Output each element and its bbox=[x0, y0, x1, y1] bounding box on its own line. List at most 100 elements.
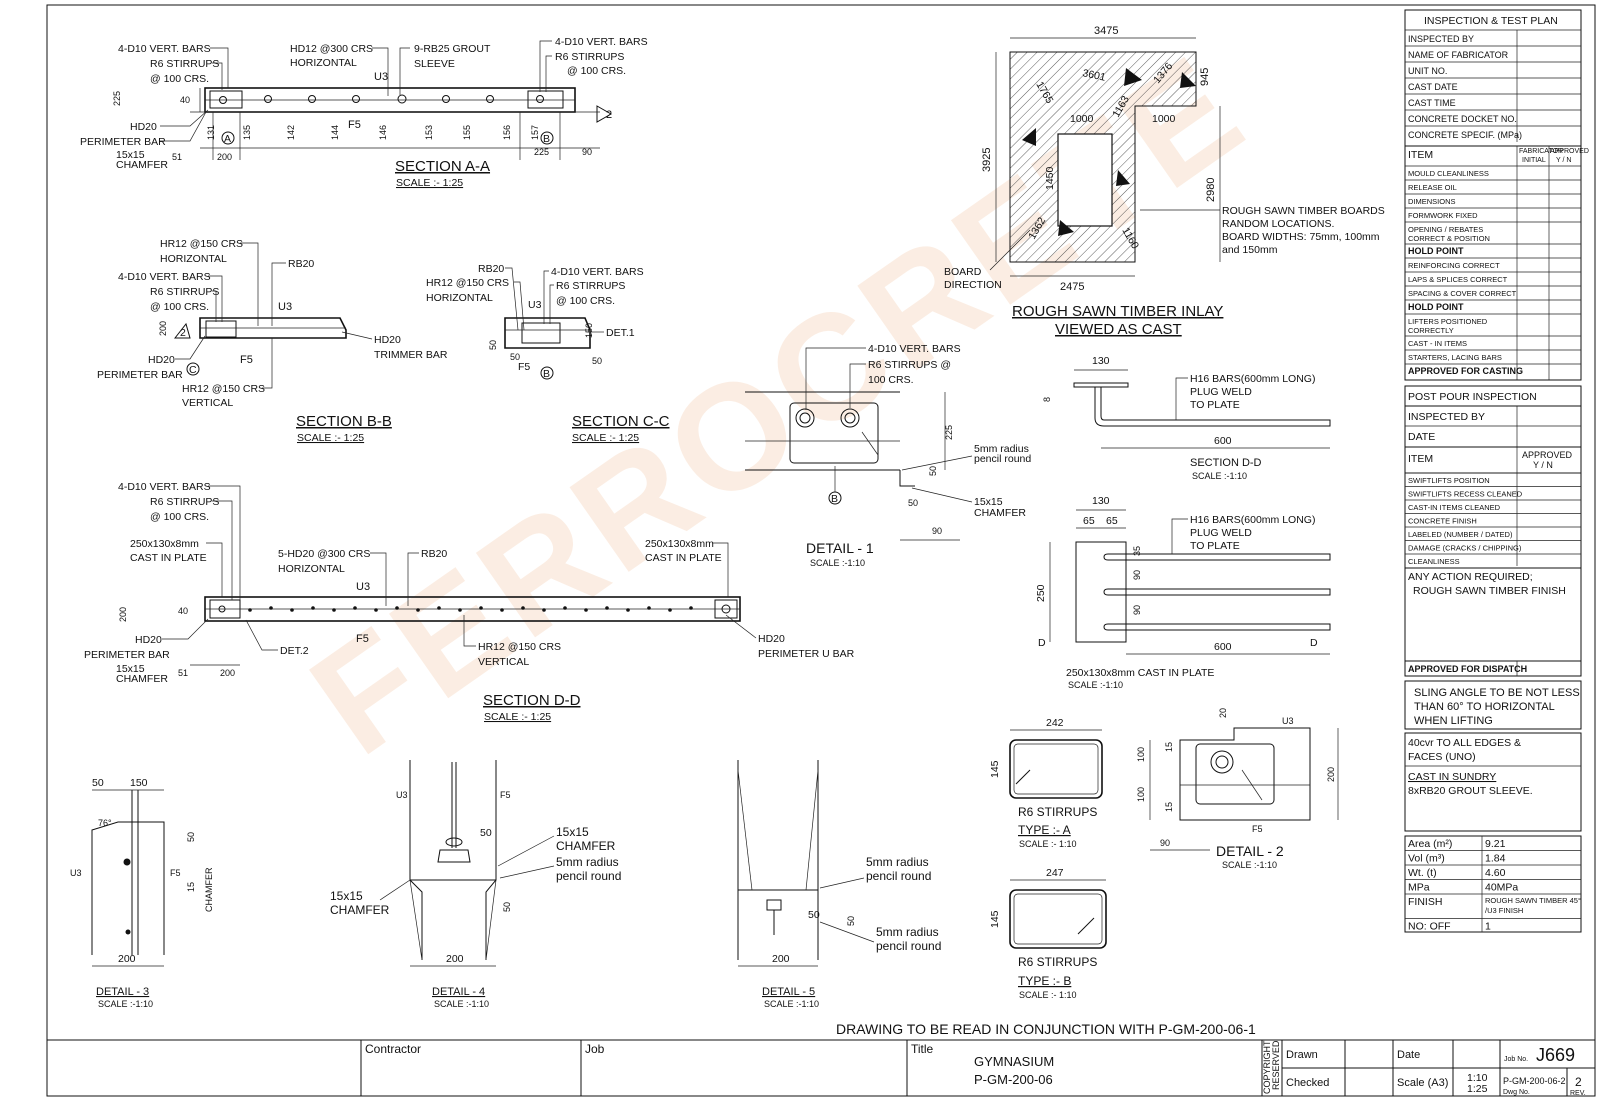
aa-d225b: 225 bbox=[534, 147, 549, 157]
d1-radius: 5mm radius bbox=[974, 443, 1029, 455]
dd-hr12-2: VERTICAL bbox=[478, 656, 529, 668]
detail-3: 50 150 50 15 CHAMFER 76° U3 F5 200 DETAI… bbox=[70, 777, 214, 1009]
aa-hd12-2: HORIZONTAL bbox=[290, 57, 357, 69]
inlay-top: 3475 bbox=[1094, 25, 1118, 37]
d1-title: DETAIL - 1 bbox=[806, 540, 874, 556]
aa-u3: U3 bbox=[374, 71, 388, 83]
itp-cover: 40cvr TO ALL EDGES & bbox=[1408, 737, 1521, 749]
itp-post-title: POST POUR INSPECTION bbox=[1408, 391, 1537, 403]
cc-hr12: HR12 @150 CRS bbox=[426, 277, 509, 289]
itp-item-label: STARTERS, LACING BARS bbox=[1408, 353, 1502, 362]
itp-prop-value: 40MPa bbox=[1485, 882, 1518, 894]
bar-dot bbox=[500, 608, 504, 612]
aa-d225: 225 bbox=[112, 91, 122, 106]
aa-mark-b: B bbox=[543, 133, 550, 145]
ps-title: SECTION D-D bbox=[1190, 457, 1262, 469]
d5-title: DETAIL - 5 bbox=[762, 986, 815, 998]
aa-d200: 200 bbox=[217, 152, 232, 162]
dd-stirrups: R6 STIRRUPS bbox=[150, 496, 219, 508]
itp-sling: SLING ANGLE TO BE NOT LESS bbox=[1414, 687, 1580, 699]
tb-reserved: RESERVED bbox=[1271, 1040, 1281, 1090]
bb-f5: F5 bbox=[240, 354, 253, 366]
dd-plate-r-2: CAST IN PLATE bbox=[645, 552, 722, 564]
dd-stirrups-2: @ 100 CRS. bbox=[150, 511, 209, 523]
dd-d51: 51 bbox=[178, 668, 188, 678]
aa-tri-label: 2 bbox=[606, 109, 612, 121]
bar-dot bbox=[290, 608, 294, 612]
dd-u3: U3 bbox=[356, 581, 370, 593]
aa-mark-a: A bbox=[224, 133, 231, 145]
aa-bay-dim: 135 bbox=[242, 125, 252, 140]
bar-dot bbox=[374, 608, 378, 612]
tb-title-2: P-GM-200-06 bbox=[974, 1072, 1053, 1087]
stirrup-a: 242 145 R6 STIRRUPS TYPE :- A SCALE :- 1… bbox=[989, 717, 1103, 849]
dd-plate-r: 250x130x8mm bbox=[645, 538, 714, 550]
inlay-right: 2980 bbox=[1205, 178, 1217, 202]
itp-post-item-label: SWIFTLIFTS RECESS CLEANED bbox=[1408, 490, 1523, 499]
dd-f5: F5 bbox=[356, 633, 369, 645]
dd-hd20h: 5-HD20 @300 CRS bbox=[278, 548, 370, 560]
tb-scale-1: 1:10 bbox=[1467, 1072, 1488, 1084]
itp-item-label: RELEASE OIL bbox=[1408, 183, 1457, 192]
bb-hr12: HR12 @150 CRS bbox=[160, 238, 243, 250]
tb-rev: 2 bbox=[1575, 1075, 1582, 1089]
itp-item-label: OPENING / REBATES bbox=[1408, 225, 1483, 234]
bar-dot bbox=[458, 608, 462, 612]
aa-stirrups-right-2: @ 100 CRS. bbox=[567, 65, 626, 77]
d4-d50: 50 bbox=[480, 827, 492, 839]
bar-dot bbox=[689, 606, 693, 610]
d5-scale: SCALE :-1:10 bbox=[764, 999, 819, 1009]
itp-sundry-2: 8xRB20 GROUT SLEEVE. bbox=[1408, 785, 1533, 797]
d1-mark: B bbox=[831, 493, 838, 505]
itp-col-app: APPROVED bbox=[1550, 148, 1589, 155]
itp-post-item-label: LABELED (NUMBER / DATED) bbox=[1408, 530, 1513, 539]
itp-item-label: LAPS & SPLICES CORRECT bbox=[1408, 275, 1508, 284]
dd-vert: 4-D10 VERT. BARS bbox=[118, 481, 211, 493]
aa-bay-dim: 146 bbox=[378, 125, 388, 140]
d1-stirrups: R6 STIRRUPS @ bbox=[868, 359, 951, 371]
bar-dot bbox=[647, 606, 651, 610]
d4-chamfer-2: CHAMFER bbox=[556, 839, 616, 853]
itp-action: ANY ACTION REQUIRED; bbox=[1408, 571, 1533, 583]
bb-u3: U3 bbox=[278, 301, 292, 313]
cc-d50c: 50 bbox=[592, 356, 602, 366]
dd-d200: 200 bbox=[118, 607, 128, 622]
bb-stirrups-2: @ 100 CRS. bbox=[150, 301, 209, 313]
itp-cover-2: FACES (UNO) bbox=[1408, 751, 1476, 763]
tb-jobno: J669 bbox=[1536, 1045, 1575, 1065]
itp-post-item-label: CAST-IN ITEMS CLEANED bbox=[1408, 503, 1501, 512]
cc-rb20: RB20 bbox=[478, 263, 504, 275]
inlay-title-2: VIEWED AS CAST bbox=[1055, 321, 1182, 338]
aa-bay-dim: 142 bbox=[286, 125, 296, 140]
itp-prop-key: MPa bbox=[1408, 882, 1430, 894]
aa-d90: 90 bbox=[582, 147, 592, 157]
aa-title: SECTION A-A bbox=[395, 158, 490, 175]
itp-head-label: CONCRETE SPECIF. (MPa) bbox=[1408, 130, 1522, 140]
sa-type: TYPE :- A bbox=[1018, 823, 1071, 837]
bar-dot bbox=[353, 606, 357, 610]
section-bb: HR12 @150 CRS HORIZONTAL RB20 4-D10 VERT… bbox=[97, 238, 448, 444]
cc-scale: SCALE :- 1:25 bbox=[572, 432, 639, 444]
dd-title: SECTION D-D bbox=[483, 692, 581, 709]
tb-title-label: Title bbox=[911, 1042, 934, 1056]
tb-dwg: P-GM-200-06-2 bbox=[1503, 1076, 1566, 1086]
inlay-board: BOARD bbox=[944, 266, 982, 278]
sa-w: 242 bbox=[1046, 717, 1064, 729]
d4-chamfer: 15x15 bbox=[556, 825, 589, 839]
d3-d150: 150 bbox=[130, 777, 148, 789]
plate-section: 130 8 H16 BARS(600mm LONG) PLUG WELD TO … bbox=[1042, 355, 1331, 481]
itp-item-label: DIMENSIONS bbox=[1408, 197, 1456, 206]
ps-d8: 8 bbox=[1042, 397, 1052, 402]
aa-hd12: HD12 @300 CRS bbox=[290, 43, 373, 55]
bar-dot bbox=[626, 608, 630, 612]
d1-d50b: 50 bbox=[908, 498, 918, 508]
dd-plate-2: CAST IN PLATE bbox=[130, 552, 207, 564]
sb-type: TYPE :- B bbox=[1018, 974, 1071, 988]
itp-item-label: MOULD CLEANLINESS bbox=[1408, 169, 1489, 178]
cc-stirrups-2: @ 100 CRS. bbox=[556, 295, 615, 307]
aa-bay-dim: 153 bbox=[424, 125, 434, 140]
ps-d130: 130 bbox=[1092, 355, 1110, 367]
inlay-open-w: 1000 bbox=[1070, 113, 1094, 125]
d1-stirrups-2: 100 CRS. bbox=[868, 374, 914, 386]
itp-sundry: CAST IN SUNDRY bbox=[1408, 771, 1496, 783]
